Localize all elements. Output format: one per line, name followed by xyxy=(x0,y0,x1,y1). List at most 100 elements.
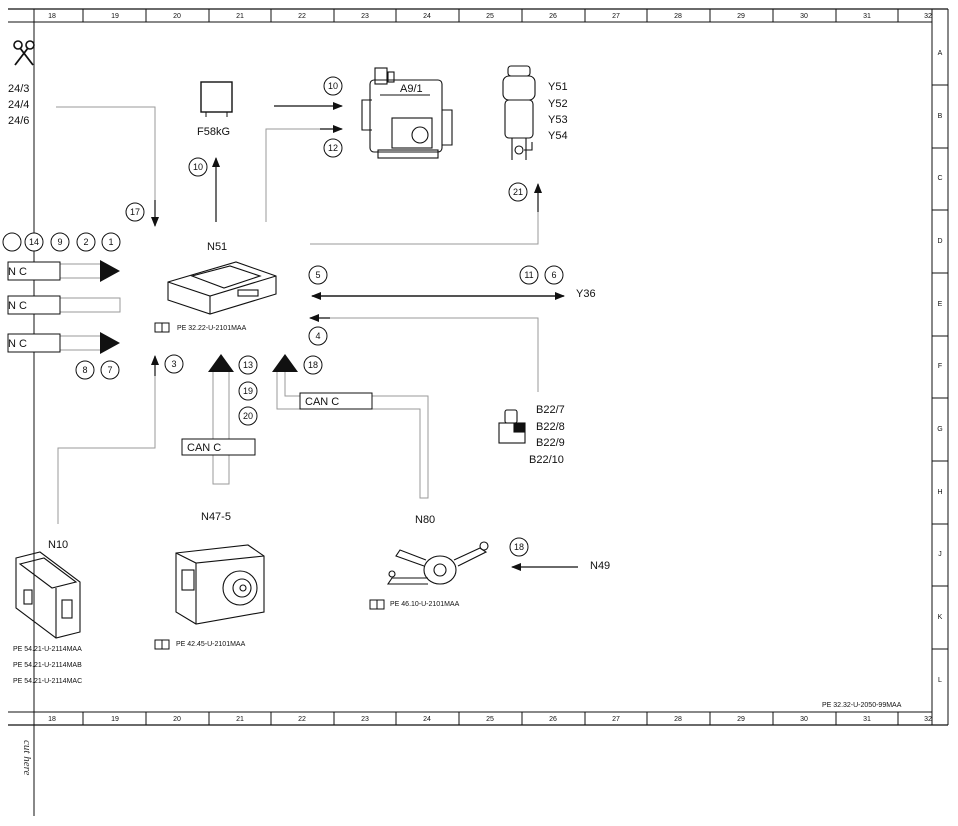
svg-text:4: 4 xyxy=(315,331,320,341)
svg-text:19: 19 xyxy=(243,386,253,396)
column-labels-top: 18 19 20 21 22 23 24 25 26 27 28 29 30 3… xyxy=(48,13,932,20)
callout-6: 6 xyxy=(544,265,564,285)
book-icon xyxy=(154,639,170,650)
callout-5: 5 xyxy=(308,265,328,285)
row-dividers xyxy=(932,84,948,650)
col-label: 32 xyxy=(924,716,932,723)
svg-text:10: 10 xyxy=(193,162,203,172)
svg-text:1: 1 xyxy=(108,237,113,247)
label-n80: N80 xyxy=(415,514,435,526)
can-c-label: CAN C xyxy=(305,396,339,408)
left-ref: 24/6 xyxy=(8,115,29,127)
col-label: 29 xyxy=(737,13,745,20)
label-n51: N51 xyxy=(207,241,227,253)
row-label: D xyxy=(937,238,942,245)
col-label: 21 xyxy=(236,716,244,723)
ref-n47: PE 42.45-U-2101MAA xyxy=(176,641,246,648)
label-f58kg: F58kG xyxy=(197,126,230,138)
label-y52: Y52 xyxy=(548,98,568,110)
label-b22-8: B22/8 xyxy=(536,421,565,433)
row-label: B xyxy=(938,113,943,120)
col-label: 25 xyxy=(486,716,494,723)
svg-text:14: 14 xyxy=(29,237,39,247)
can-c-box xyxy=(181,438,256,456)
col-label: 28 xyxy=(674,716,682,723)
esp-unit-icon xyxy=(175,544,265,625)
book-icon xyxy=(369,599,385,610)
column-dividers xyxy=(82,9,899,725)
label-y51: Y51 xyxy=(548,81,568,93)
label-n49: N49 xyxy=(590,560,610,572)
row-label: L xyxy=(938,677,942,684)
callout-3: 3 xyxy=(164,354,184,374)
col-label: 19 xyxy=(111,13,119,20)
col-label: 23 xyxy=(361,716,369,723)
row-label: E xyxy=(938,301,943,308)
col-label: 30 xyxy=(800,13,808,20)
row-label: H xyxy=(937,489,942,496)
sam-unit-icon xyxy=(15,551,81,639)
ref-n10: PE 54.21-U-2114MAC xyxy=(13,678,82,685)
svg-text:2: 2 xyxy=(83,237,88,247)
can-box-left xyxy=(7,261,61,281)
callout-8: 8 xyxy=(75,360,95,380)
svg-text:11: 11 xyxy=(524,270,533,280)
label-b22-7: B22/7 xyxy=(536,404,565,416)
page-ref: PE 32.32-U-2050-99MAA xyxy=(822,702,902,709)
callout-21: 21 xyxy=(508,182,528,202)
col-label: 22 xyxy=(298,716,306,723)
col-label: 24 xyxy=(423,13,431,20)
steering-module-icon xyxy=(386,541,489,585)
col-label: 23 xyxy=(361,13,369,20)
row-label: A xyxy=(938,50,943,57)
svg-text:7: 7 xyxy=(107,365,112,375)
relay-icon xyxy=(200,81,233,117)
col-label: 21 xyxy=(236,13,244,20)
row-labels: A B C D E F G H J K L xyxy=(937,50,942,684)
col-label: 26 xyxy=(549,716,557,723)
col-label: 22 xyxy=(298,13,306,20)
svg-text:17: 17 xyxy=(130,207,140,217)
svg-text:13: 13 xyxy=(243,360,253,370)
frame xyxy=(8,8,949,816)
callout-12: 12 xyxy=(323,138,343,158)
callout-10b: 10 xyxy=(188,157,208,177)
can-c-label: CAN C xyxy=(187,442,221,454)
col-label: 28 xyxy=(674,13,682,20)
can-label-left: N C xyxy=(8,300,27,312)
left-ref: 24/3 xyxy=(8,83,29,95)
wires xyxy=(56,106,539,524)
col-label: 25 xyxy=(486,13,494,20)
col-label: 32 xyxy=(924,13,932,20)
can-box-left xyxy=(7,333,61,353)
callout-19: 19 xyxy=(238,381,258,401)
callout-17: 17 xyxy=(125,202,145,222)
svg-text:18: 18 xyxy=(308,360,318,370)
callout-18a: 18 xyxy=(303,355,323,375)
callout-1: 1 xyxy=(101,232,121,252)
scissors-icon xyxy=(13,40,35,66)
svg-text:21: 21 xyxy=(513,187,523,197)
row-label: F xyxy=(938,363,942,370)
svg-text:12: 12 xyxy=(328,143,338,153)
svg-text:6: 6 xyxy=(551,270,556,280)
callout-20: 20 xyxy=(238,406,258,426)
col-label: 19 xyxy=(111,716,119,723)
label-y36: Y36 xyxy=(576,288,596,300)
col-label: 31 xyxy=(863,13,871,20)
label-y53: Y53 xyxy=(548,114,568,126)
ref-n80: PE 46.10-U-2101MAA xyxy=(390,601,460,608)
ref-n51: PE 32.22-U-2101MAA xyxy=(177,325,247,332)
compressor-icon xyxy=(361,67,453,159)
callout-14: 14 xyxy=(24,232,44,252)
label-b22-10: B22/10 xyxy=(529,454,564,466)
callout-circles: 10 12 10 17 21 14 9 2 1 5 11 6 4 8 7 3 1… xyxy=(2,76,564,557)
col-label: 27 xyxy=(612,716,620,723)
level-sensor-icon xyxy=(498,409,526,444)
col-label: 29 xyxy=(737,716,745,723)
col-label: 31 xyxy=(863,716,871,723)
callout-10a: 10 xyxy=(323,76,343,96)
cut-here-text: cut here xyxy=(21,740,33,775)
col-label: 27 xyxy=(612,13,620,20)
